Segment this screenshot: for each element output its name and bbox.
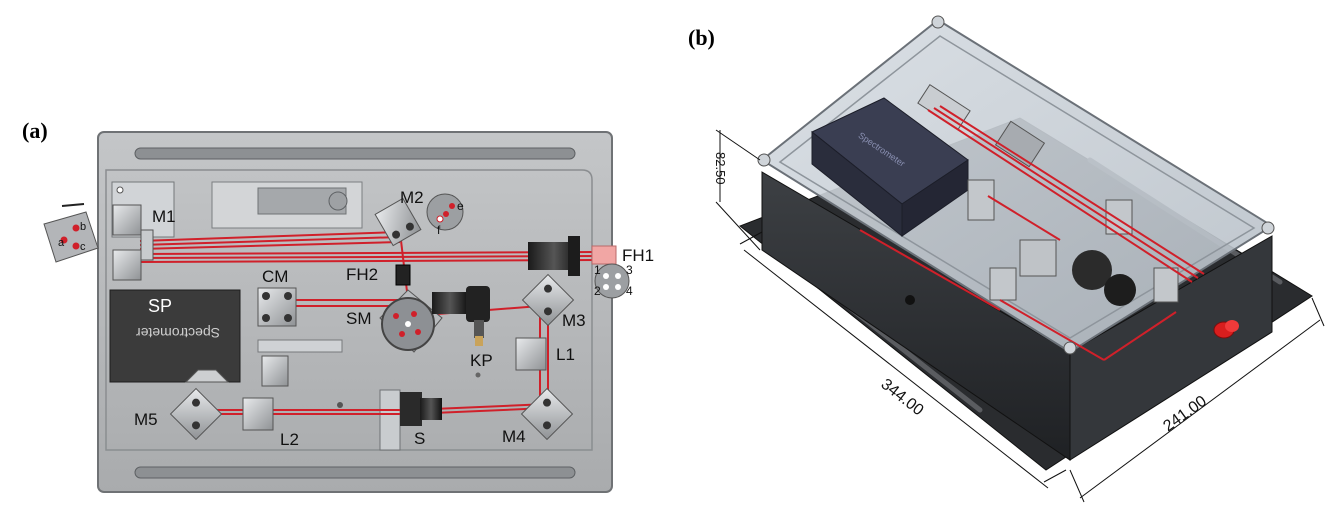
scanning-mirror-sm bbox=[379, 289, 443, 353]
panel-b-3d-enclosure: Spectrometer bbox=[713, 15, 1325, 503]
camera-lens-kp bbox=[432, 286, 490, 346]
inner-plate-outline bbox=[105, 169, 593, 451]
lens-mount-l1 bbox=[515, 337, 547, 371]
fh1-port-inset bbox=[594, 263, 630, 299]
label-l2: L2 bbox=[280, 430, 299, 449]
label-m4: M4 bbox=[502, 427, 526, 446]
marker-e: e bbox=[457, 199, 464, 213]
plate-hole bbox=[337, 402, 343, 408]
mirror-mount-m4 bbox=[520, 387, 574, 441]
fh1-port-2: 2 bbox=[594, 284, 601, 298]
label-s: S bbox=[414, 429, 425, 448]
spot-e bbox=[449, 203, 455, 209]
lens-mount-l2-upper bbox=[261, 355, 289, 387]
panel-a-label: (a) bbox=[22, 118, 48, 143]
power-button bbox=[1213, 320, 1239, 339]
label-m5: M5 bbox=[134, 410, 158, 429]
fiber-holder-fh2 bbox=[395, 264, 411, 286]
label-m1: M1 bbox=[152, 207, 176, 226]
internal-beams bbox=[859, 105, 1205, 361]
spectrometer-box-b: Spectrometer bbox=[811, 97, 969, 238]
marker-b: b bbox=[80, 221, 86, 233]
label-l1: L1 bbox=[556, 345, 575, 364]
cm-knob bbox=[262, 292, 270, 300]
panel-b-label: (b) bbox=[688, 25, 715, 50]
internal-optics bbox=[917, 84, 1179, 306]
m1-coupler bbox=[140, 229, 154, 261]
laser-beam-paths bbox=[139, 231, 599, 415]
lens-mount-l2 bbox=[242, 397, 274, 431]
mirror-mount-m5 bbox=[169, 387, 223, 441]
recess-knob bbox=[328, 191, 348, 211]
label-kp: KP bbox=[470, 351, 493, 370]
label-m3: M3 bbox=[562, 311, 586, 330]
fiber-holder-fh1 bbox=[591, 245, 617, 265]
bottom-slot bbox=[134, 466, 576, 479]
spot-f bbox=[436, 215, 444, 223]
marker-a: a bbox=[58, 237, 65, 249]
mirror-mount-m2 bbox=[374, 197, 422, 247]
label-m2: M2 bbox=[400, 188, 424, 207]
mirror-mount-m1-top bbox=[112, 204, 142, 236]
lid-inner-edge bbox=[778, 35, 1256, 339]
side-hole bbox=[905, 295, 915, 305]
mirror-mount-m3 bbox=[521, 273, 575, 327]
divider-s bbox=[379, 389, 401, 451]
label-sm: SM bbox=[346, 309, 372, 328]
fh1-port-3: 3 bbox=[626, 263, 633, 277]
spot-mid bbox=[443, 211, 449, 217]
plate-hole bbox=[475, 372, 481, 378]
top-slot bbox=[134, 147, 576, 160]
dimension-length: 344.00 bbox=[878, 376, 927, 420]
cm-knob bbox=[284, 314, 292, 322]
spectrometer-text-a: Spectrometer bbox=[136, 325, 220, 341]
marker-f: f bbox=[437, 223, 441, 237]
panel-a-layout-diagram: M1 M2 CM FH2 FH1 SM KP M3 L1 M4 S L2 M5 … bbox=[43, 131, 654, 493]
rail-l bbox=[257, 339, 343, 353]
fh1-port-4: 4 bbox=[626, 284, 633, 298]
cm-knob bbox=[284, 292, 292, 300]
label-sp: SP bbox=[148, 296, 172, 316]
lid-bolts bbox=[757, 15, 1275, 355]
fiber-bundle-inset bbox=[43, 203, 99, 263]
cm-knob bbox=[262, 314, 270, 322]
enclosure-right-side bbox=[1069, 235, 1273, 461]
lens-tube-fh1 bbox=[528, 236, 580, 276]
mount-screw bbox=[116, 186, 124, 194]
label-fh2: FH2 bbox=[346, 265, 378, 284]
dimension-height: 82.50 bbox=[713, 152, 728, 185]
spectrometer-block bbox=[109, 289, 241, 383]
dimension-lines bbox=[715, 129, 1325, 503]
label-cm: CM bbox=[262, 267, 288, 286]
dimension-width: 241.00 bbox=[1160, 393, 1210, 436]
spectrometer-base bbox=[184, 369, 230, 383]
shutter-s bbox=[400, 392, 442, 426]
label-fh1: FH1 bbox=[622, 246, 654, 265]
fh1-port-1: 1 bbox=[594, 263, 601, 277]
marker-c: c bbox=[80, 241, 86, 253]
mirror-mount-m1-bottom bbox=[112, 249, 142, 281]
